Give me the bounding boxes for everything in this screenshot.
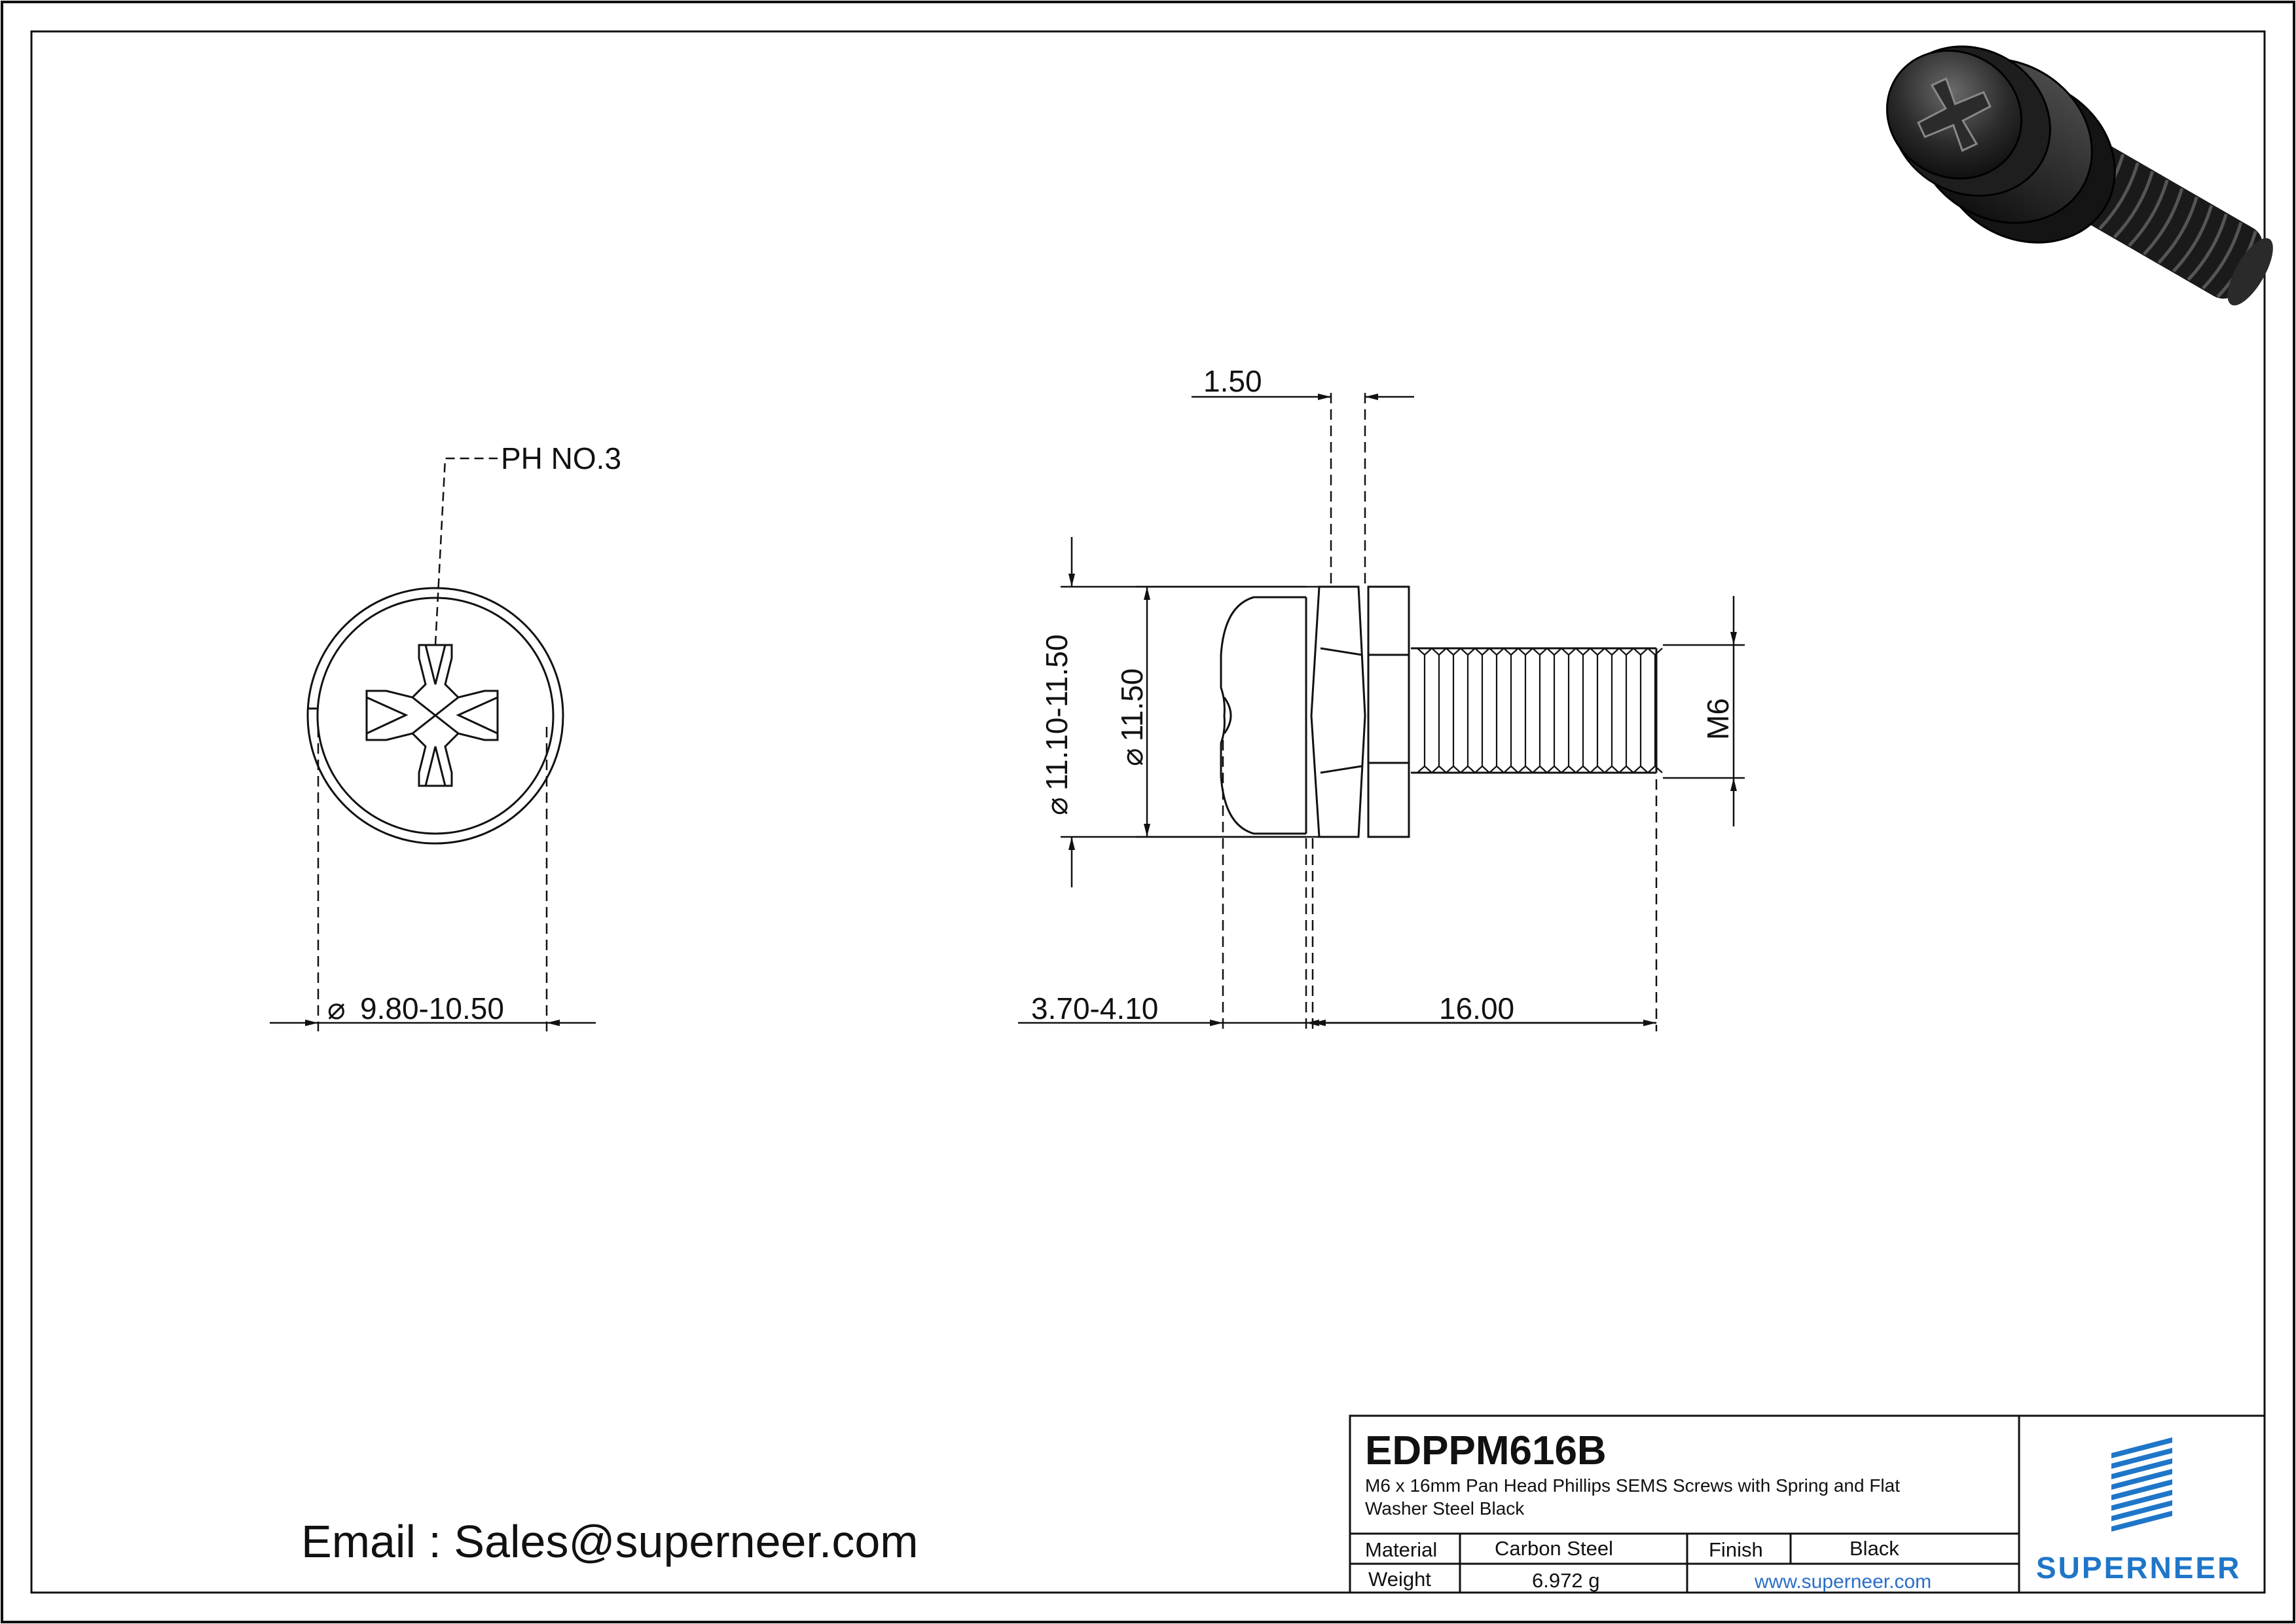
weight-value: 6.972 g (1532, 1569, 1599, 1592)
inner-border (30, 30, 2266, 1594)
thread-crest (1618, 648, 1634, 773)
render-thread-ridge (2098, 162, 2140, 230)
brand-logo-stripe (2111, 1469, 2172, 1490)
part-description-line2: Washer Steel Black (1365, 1498, 1525, 1519)
thread-size-label: M6 (1701, 698, 1735, 740)
washer-outer-diameter-label: ⌀11.10-11.50 (1040, 635, 1074, 815)
render-thread-ridge (2128, 179, 2169, 247)
thread-crest (1604, 648, 1620, 773)
website-link[interactable]: www.superneer.com (1754, 1571, 1931, 1593)
recess-callout-leader (434, 457, 498, 646)
thread-crest (1647, 648, 1663, 773)
render-thread-ridge (2157, 196, 2198, 264)
length-label: 16.00 (1439, 991, 1514, 1025)
brand-logo-icon (2111, 1437, 2172, 1532)
thread-crest (1532, 648, 1548, 773)
render-thread-ridge (2202, 222, 2243, 289)
thread-crest (1417, 648, 1432, 773)
part-description-line1: M6 x 16mm Pan Head Phillips SEMS Screws … (1365, 1475, 1900, 1496)
recess-callout-label: PH NO.3 (501, 441, 621, 475)
finish-label: Finish (1709, 1538, 1763, 1561)
contact-email: Email : Sales@superneer.com (301, 1516, 919, 1567)
diameter-symbol: ⌀ (327, 991, 346, 1025)
thread-crest (1575, 648, 1591, 773)
thread-crest (1431, 648, 1447, 773)
finish-value: Black (1850, 1537, 1899, 1560)
weight-label: Weight (1368, 1568, 1431, 1591)
material-label: Material (1365, 1538, 1437, 1561)
brand-logo-stripe (2111, 1458, 2172, 1479)
head-top-view (306, 587, 564, 845)
render-thread-ridge (2172, 205, 2214, 272)
screw-3d-render-image (1886, 45, 2273, 306)
head-height-label: 3.70-4.10 (1031, 991, 1158, 1025)
flat-washer-diameter-label: ⌀11.50 (1115, 669, 1149, 766)
extension-lines (1222, 393, 1658, 1031)
brand-logo-stripe (2111, 1437, 2172, 1458)
part-number: EDPPM616B (1365, 1428, 1607, 1473)
title-block (1349, 1414, 2266, 1594)
brand-logo-stripe (2111, 1500, 2172, 1521)
solid-extension-lines (1061, 585, 1745, 838)
thread-crest (1546, 648, 1562, 773)
thread-pattern (1417, 648, 1663, 773)
thread-crest (1518, 648, 1533, 773)
thread-crest (1446, 648, 1461, 773)
material-value: Carbon Steel (1495, 1537, 1613, 1560)
brand-name: SUPERNEER (2036, 1551, 2241, 1585)
brand-logo-stripe (2111, 1448, 2172, 1469)
washer-thickness-label: 1.50 (1203, 364, 1262, 398)
head-diameter-label: 9.80-10.50 (360, 991, 504, 1025)
thread-crest (1561, 648, 1576, 773)
thread-crest (1503, 648, 1519, 773)
thread-crest (1489, 648, 1504, 773)
brand-logo-stripe (2111, 1479, 2172, 1500)
thread-crest (1474, 648, 1490, 773)
render-thread-ridge (2113, 171, 2155, 238)
head-diameter-dimension (270, 727, 596, 1031)
thread-crest (1633, 648, 1649, 773)
thread-crest (1460, 648, 1476, 773)
render-thread-ridge (2142, 188, 2184, 255)
brand-logo-stripe (2111, 1490, 2172, 1511)
brand-logo-stripe (2111, 1511, 2172, 1532)
thread-crest (1590, 648, 1605, 773)
render-thread-ridge (2187, 213, 2228, 281)
